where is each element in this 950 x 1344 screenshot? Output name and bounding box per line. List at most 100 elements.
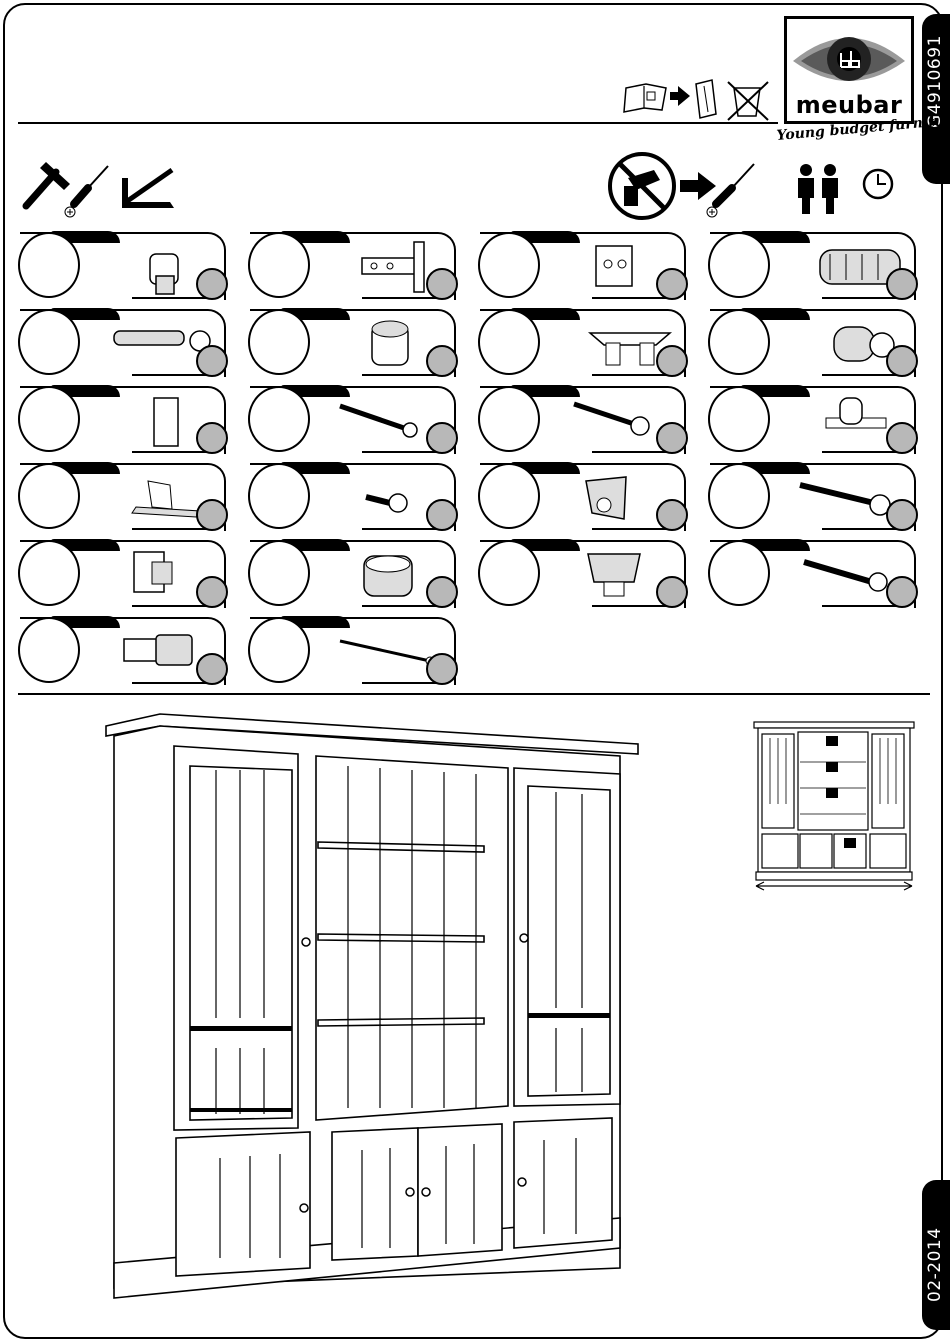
part-baseline bbox=[822, 605, 902, 607]
part-cam-lock bbox=[250, 309, 456, 379]
binder-icon bbox=[696, 80, 716, 118]
part-expansion-insert bbox=[710, 309, 916, 379]
part-baseline bbox=[132, 374, 212, 376]
part-label-circle bbox=[248, 309, 310, 375]
part-quantity-circle bbox=[196, 345, 228, 377]
part-angle-bracket bbox=[20, 463, 226, 533]
manual-storage-icons bbox=[622, 78, 782, 122]
part-baseline bbox=[132, 605, 212, 607]
clock-icon bbox=[864, 170, 892, 198]
part-corner-block bbox=[480, 463, 686, 533]
part-drawer-bracket bbox=[480, 540, 686, 610]
arrow-icon bbox=[670, 86, 690, 106]
part-quantity-circle bbox=[886, 345, 918, 377]
front-view-thumbnail bbox=[752, 718, 918, 900]
part-label-circle bbox=[478, 463, 540, 529]
part-baseline bbox=[132, 682, 212, 684]
part-quantity-circle bbox=[656, 268, 688, 300]
part-baseline bbox=[592, 374, 672, 376]
part-baseline bbox=[362, 297, 442, 299]
part-baseline bbox=[592, 451, 672, 453]
eye-logo-icon bbox=[787, 21, 911, 97]
part-quantity-circle bbox=[656, 499, 688, 531]
part-quantity-circle bbox=[656, 422, 688, 454]
width-dimension-arrow bbox=[756, 882, 912, 890]
part-quantity-circle bbox=[656, 576, 688, 608]
part-baseline bbox=[132, 451, 212, 453]
part-quantity-circle bbox=[886, 422, 918, 454]
screwdriver-icon bbox=[65, 166, 108, 217]
part-label-circle bbox=[708, 386, 770, 452]
part-short-screw bbox=[250, 463, 456, 533]
part-corner-sleeve bbox=[20, 386, 226, 456]
part-connecting-bolt bbox=[20, 309, 226, 379]
part-door-catch bbox=[20, 540, 226, 610]
part-rod-bracket bbox=[710, 386, 916, 456]
part-hinge-plate bbox=[480, 232, 686, 302]
two-persons-icon bbox=[798, 164, 838, 214]
part-quantity-circle bbox=[196, 268, 228, 300]
part-baseline bbox=[592, 528, 672, 530]
part-quantity-circle bbox=[886, 268, 918, 300]
part-label-circle bbox=[478, 309, 540, 375]
part-dowel-pin bbox=[20, 232, 226, 302]
part-label-circle bbox=[478, 232, 540, 298]
part-quantity-circle bbox=[426, 653, 458, 685]
part-baseline bbox=[822, 374, 902, 376]
manual-icon bbox=[624, 84, 666, 112]
no-power-drill-icon bbox=[610, 154, 674, 218]
part-baseline bbox=[362, 451, 442, 453]
part-label-circle bbox=[708, 232, 770, 298]
part-label-circle bbox=[18, 617, 80, 683]
cabinet-illustration bbox=[100, 708, 660, 1328]
part-nail bbox=[250, 617, 456, 687]
part-countersunk-screw bbox=[480, 386, 686, 456]
arrow-icon bbox=[680, 172, 716, 200]
part-label-circle bbox=[18, 540, 80, 606]
part-quantity-circle bbox=[196, 576, 228, 608]
part-baseline bbox=[362, 682, 442, 684]
part-quantity-circle bbox=[196, 499, 228, 531]
part-label-circle bbox=[708, 309, 770, 375]
part-quantity-circle bbox=[426, 345, 458, 377]
part-quantity-circle bbox=[426, 499, 458, 531]
part-hinge bbox=[250, 232, 456, 302]
part-quantity-circle bbox=[426, 422, 458, 454]
part-baseline bbox=[822, 297, 902, 299]
part-label-circle bbox=[18, 463, 80, 529]
part-shelf-support bbox=[20, 617, 226, 687]
part-baseline bbox=[592, 605, 672, 607]
part-label-circle bbox=[478, 540, 540, 606]
part-label-circle bbox=[248, 540, 310, 606]
section-divider bbox=[18, 693, 930, 695]
part-baseline bbox=[362, 528, 442, 530]
part-quantity-circle bbox=[196, 422, 228, 454]
part-label-circle bbox=[248, 386, 310, 452]
part-label-circle bbox=[708, 540, 770, 606]
part-label-circle bbox=[18, 232, 80, 298]
brand-name: meubar bbox=[787, 91, 911, 119]
part-quantity-circle bbox=[886, 499, 918, 531]
part-shelf-clip bbox=[480, 309, 686, 379]
date-label: 02-2014 bbox=[925, 1227, 945, 1302]
part-wood-screw bbox=[710, 540, 916, 610]
part-machine-screw bbox=[710, 463, 916, 533]
part-label-circle bbox=[248, 617, 310, 683]
use-screwdriver-icon bbox=[707, 164, 754, 217]
hammer-icon bbox=[26, 162, 70, 206]
part-cam-fitting bbox=[250, 540, 456, 610]
part-quantity-circle bbox=[656, 345, 688, 377]
square-ruler-icon bbox=[122, 170, 174, 208]
part-long-screw bbox=[250, 386, 456, 456]
part-baseline bbox=[132, 528, 212, 530]
part-baseline bbox=[592, 297, 672, 299]
part-label-circle bbox=[18, 386, 80, 452]
part-baseline bbox=[362, 605, 442, 607]
header-divider bbox=[18, 122, 778, 124]
part-label-circle bbox=[708, 463, 770, 529]
part-label-circle bbox=[478, 386, 540, 452]
part-baseline bbox=[362, 374, 442, 376]
part-baseline bbox=[822, 451, 902, 453]
part-quantity-circle bbox=[426, 576, 458, 608]
warning-row bbox=[606, 150, 906, 222]
